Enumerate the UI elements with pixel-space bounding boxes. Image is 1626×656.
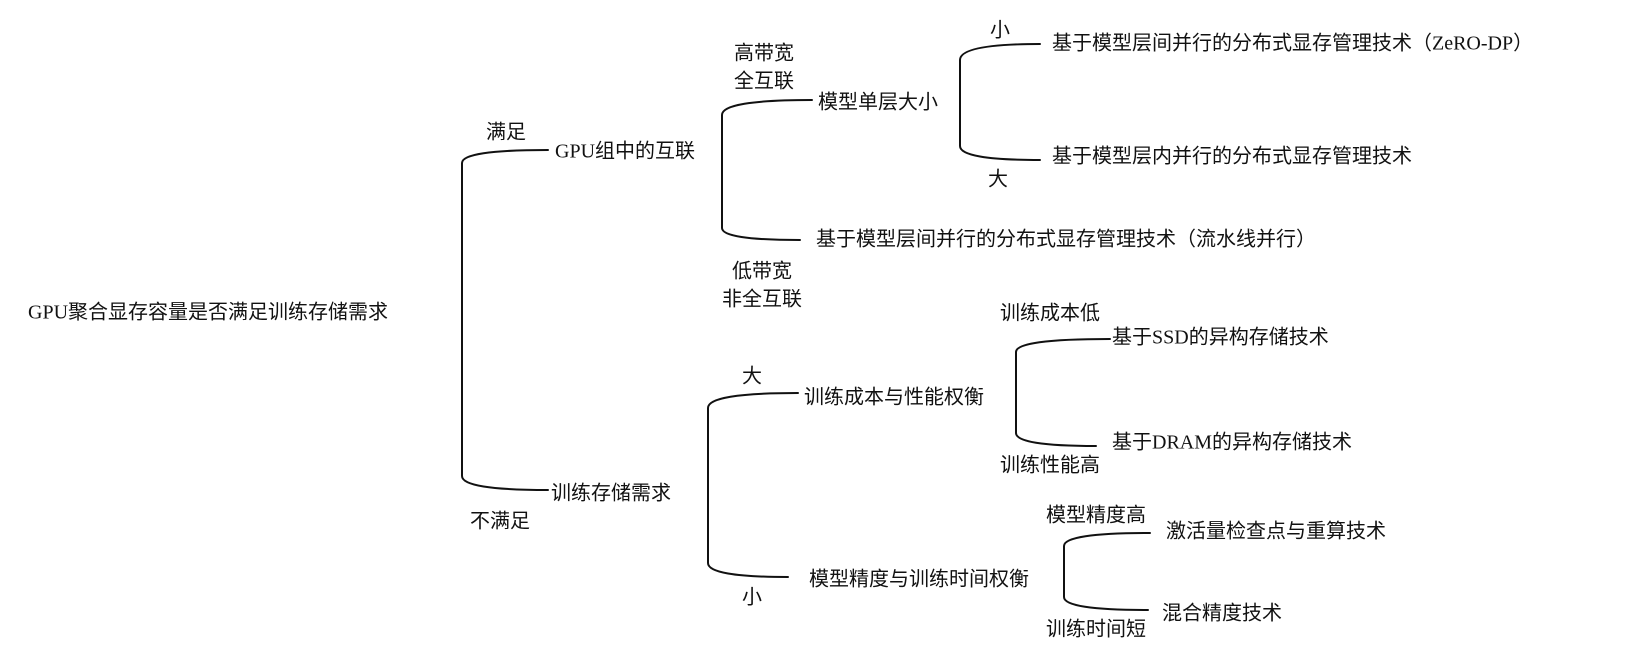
high-performance-edge-label: 训练性能高 (1000, 454, 1100, 477)
unsatisfied-edge-label: 不满足 (470, 510, 530, 533)
low-cost-edge-label: 训练成本低 (1000, 302, 1100, 325)
intra-layer-technique-leaf: 基于模型层内并行的分布式显存管理技术 (1052, 145, 1412, 168)
root-bracket (461, 149, 549, 491)
gpu-interconnect-node: GPU组中的互联 (555, 140, 696, 163)
high-precision-edge-label: 模型精度高 (1046, 504, 1146, 527)
large-demand-edge-label: 大 (742, 365, 762, 388)
precision-time-bracket (1063, 532, 1151, 611)
training-storage-node: 训练存储需求 (551, 482, 671, 505)
ssd-storage-leaf: 基于SSD的异构存储技术 (1112, 326, 1329, 349)
training-storage-bracket (707, 392, 799, 578)
short-time-edge-label: 训练时间短 (1046, 618, 1146, 641)
small-layer-edge-label: 小 (990, 19, 1010, 42)
cost-performance-node: 训练成本与性能权衡 (804, 386, 984, 409)
cost-perf-bracket (1015, 338, 1111, 447)
low-bandwidth-edge-label-line2: 非全互联 (722, 288, 802, 311)
dram-storage-leaf: 基于DRAM的异构存储技术 (1112, 431, 1353, 454)
zero-dp-technique-leaf: 基于模型层间并行的分布式显存管理技术（ZeRO-DP） (1052, 32, 1534, 55)
high-bandwidth-edge-label-line2: 全互联 (734, 70, 794, 93)
precision-time-node: 模型精度与训练时间权衡 (809, 568, 1029, 591)
root-node-label: GPU聚合显存容量是否满足训练存储需求 (28, 301, 389, 324)
high-bandwidth-edge-label-line1: 高带宽 (734, 42, 794, 65)
low-bandwidth-edge-label-line1: 低带宽 (732, 260, 792, 283)
large-layer-edge-label: 大 (988, 168, 1008, 191)
layer-size-node: 模型单层大小 (818, 91, 938, 114)
satisfied-edge-label: 满足 (486, 121, 526, 144)
mixed-precision-leaf: 混合精度技术 (1162, 602, 1282, 625)
pipeline-technique-leaf: 基于模型层间并行的分布式显存管理技术（流水线并行） (816, 228, 1316, 251)
activation-checkpoint-leaf: 激活量检查点与重算技术 (1166, 520, 1386, 543)
small-demand-edge-label: 小 (742, 586, 762, 609)
layer-size-bracket (959, 43, 1041, 161)
interconnect-bracket (721, 99, 813, 241)
